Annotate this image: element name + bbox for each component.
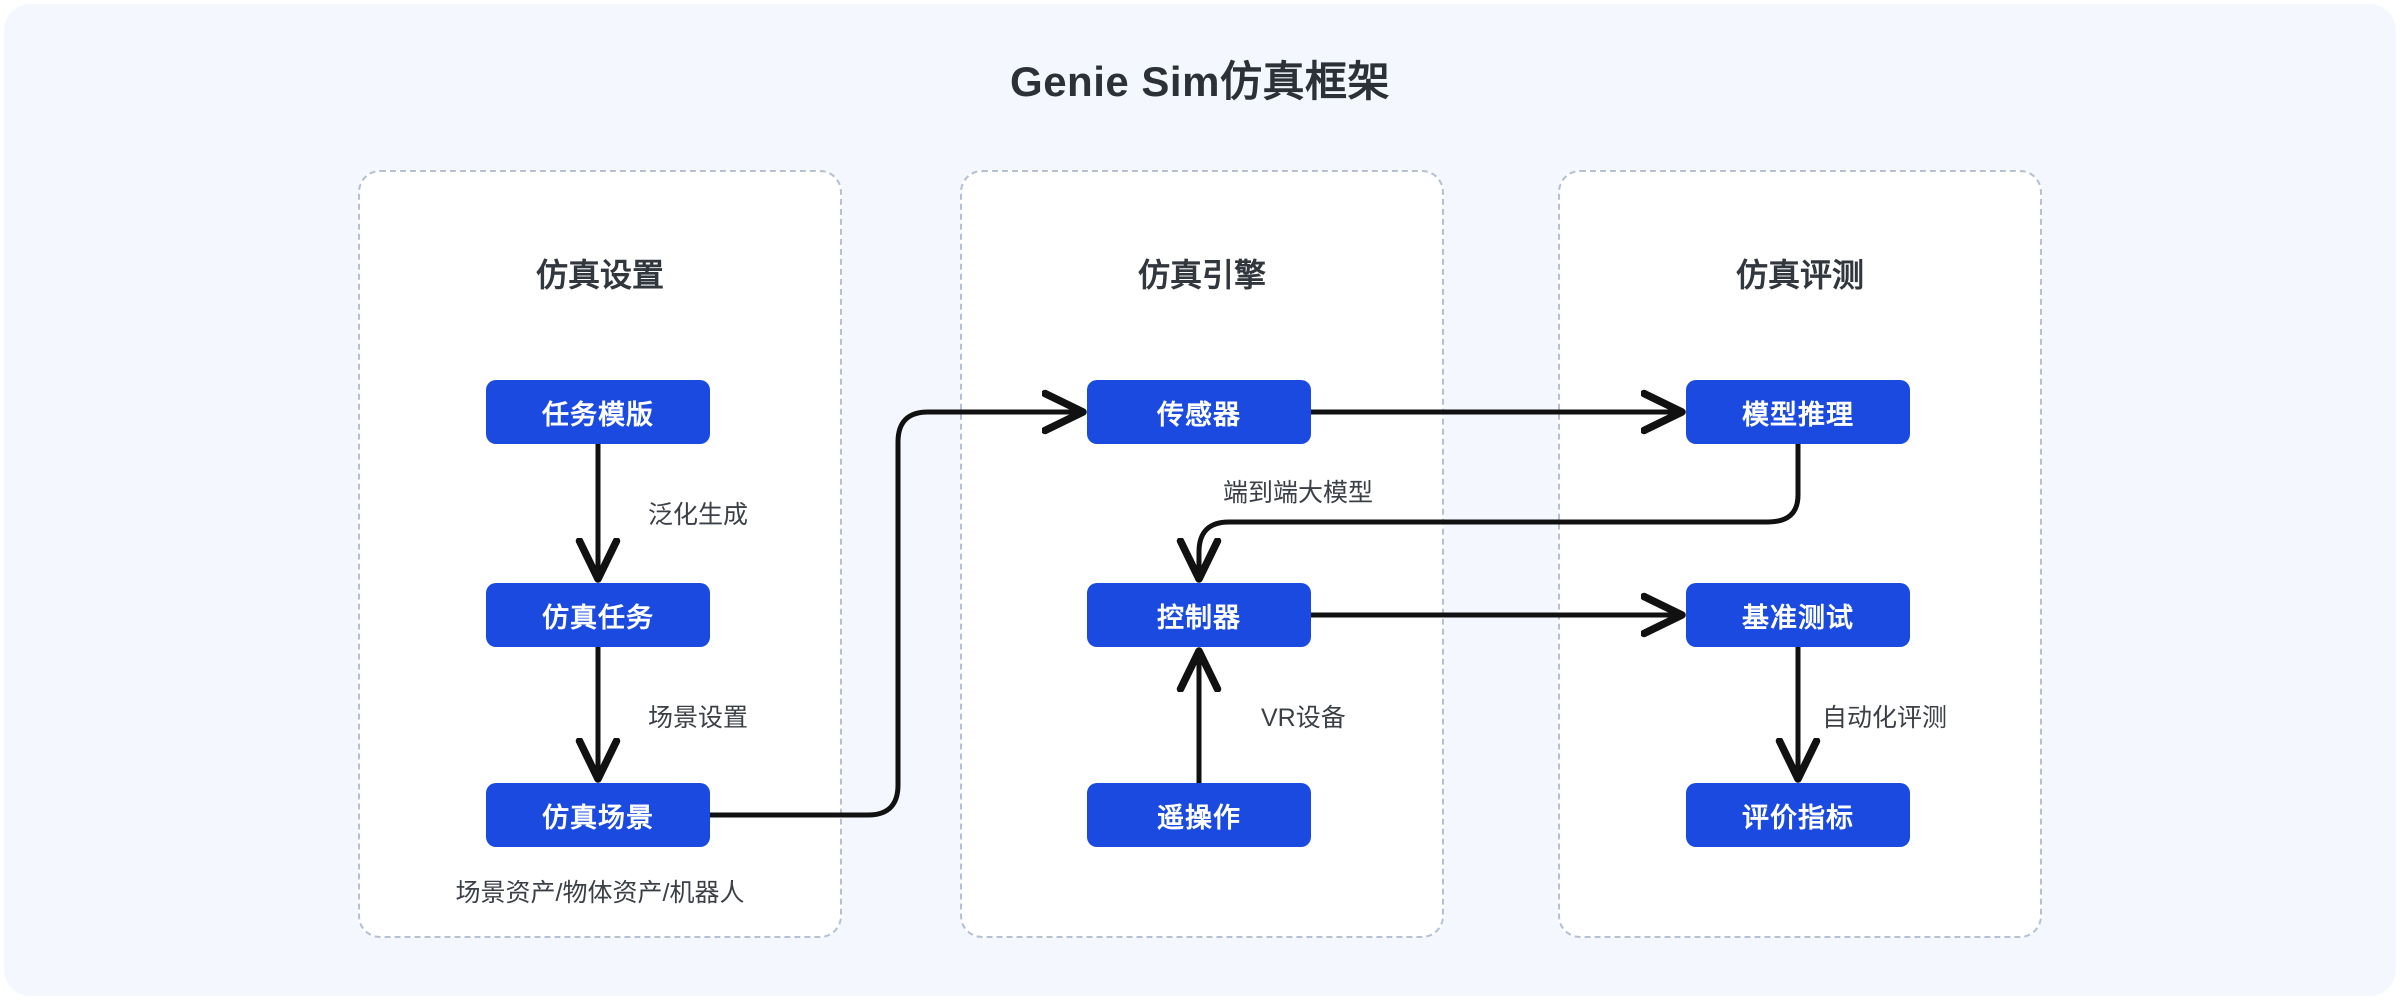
panel-title-eval: 仿真评测 — [1735, 257, 1864, 293]
node-sensor[interactable]: 传感器 — [1087, 380, 1311, 444]
panel-title-engine: 仿真引擎 — [1137, 257, 1266, 293]
caption-scene-assets: 场景资产/物体资产/机器人 — [455, 879, 745, 907]
edge-label-scene-setup: 场景设置 — [648, 704, 749, 732]
node-teleoperation[interactable]: 遥操作 — [1087, 783, 1311, 847]
node-model-inference[interactable]: 模型推理 — [1686, 380, 1910, 444]
edge-label-end-to-end-model: 端到端大模型 — [1223, 479, 1374, 507]
node-benchmark[interactable]: 基准测试 — [1686, 583, 1910, 647]
edge-label-generalization: 泛化生成 — [648, 501, 749, 529]
page-title: Genie Sim仿真框架 — [1010, 58, 1390, 105]
node-simulation-scene[interactable]: 仿真场景 — [486, 783, 710, 847]
node-task-template[interactable]: 任务模版 — [486, 380, 710, 444]
edge-label-vr-device: VR设备 — [1261, 704, 1346, 732]
edge-label-automated-evaluation: 自动化评测 — [1822, 704, 1948, 732]
node-evaluation-metrics[interactable]: 评价指标 — [1686, 783, 1910, 847]
node-simulation-task[interactable]: 仿真任务 — [486, 583, 710, 647]
node-controller[interactable]: 控制器 — [1087, 583, 1311, 647]
panel-title-setup: 仿真设置 — [535, 257, 664, 293]
